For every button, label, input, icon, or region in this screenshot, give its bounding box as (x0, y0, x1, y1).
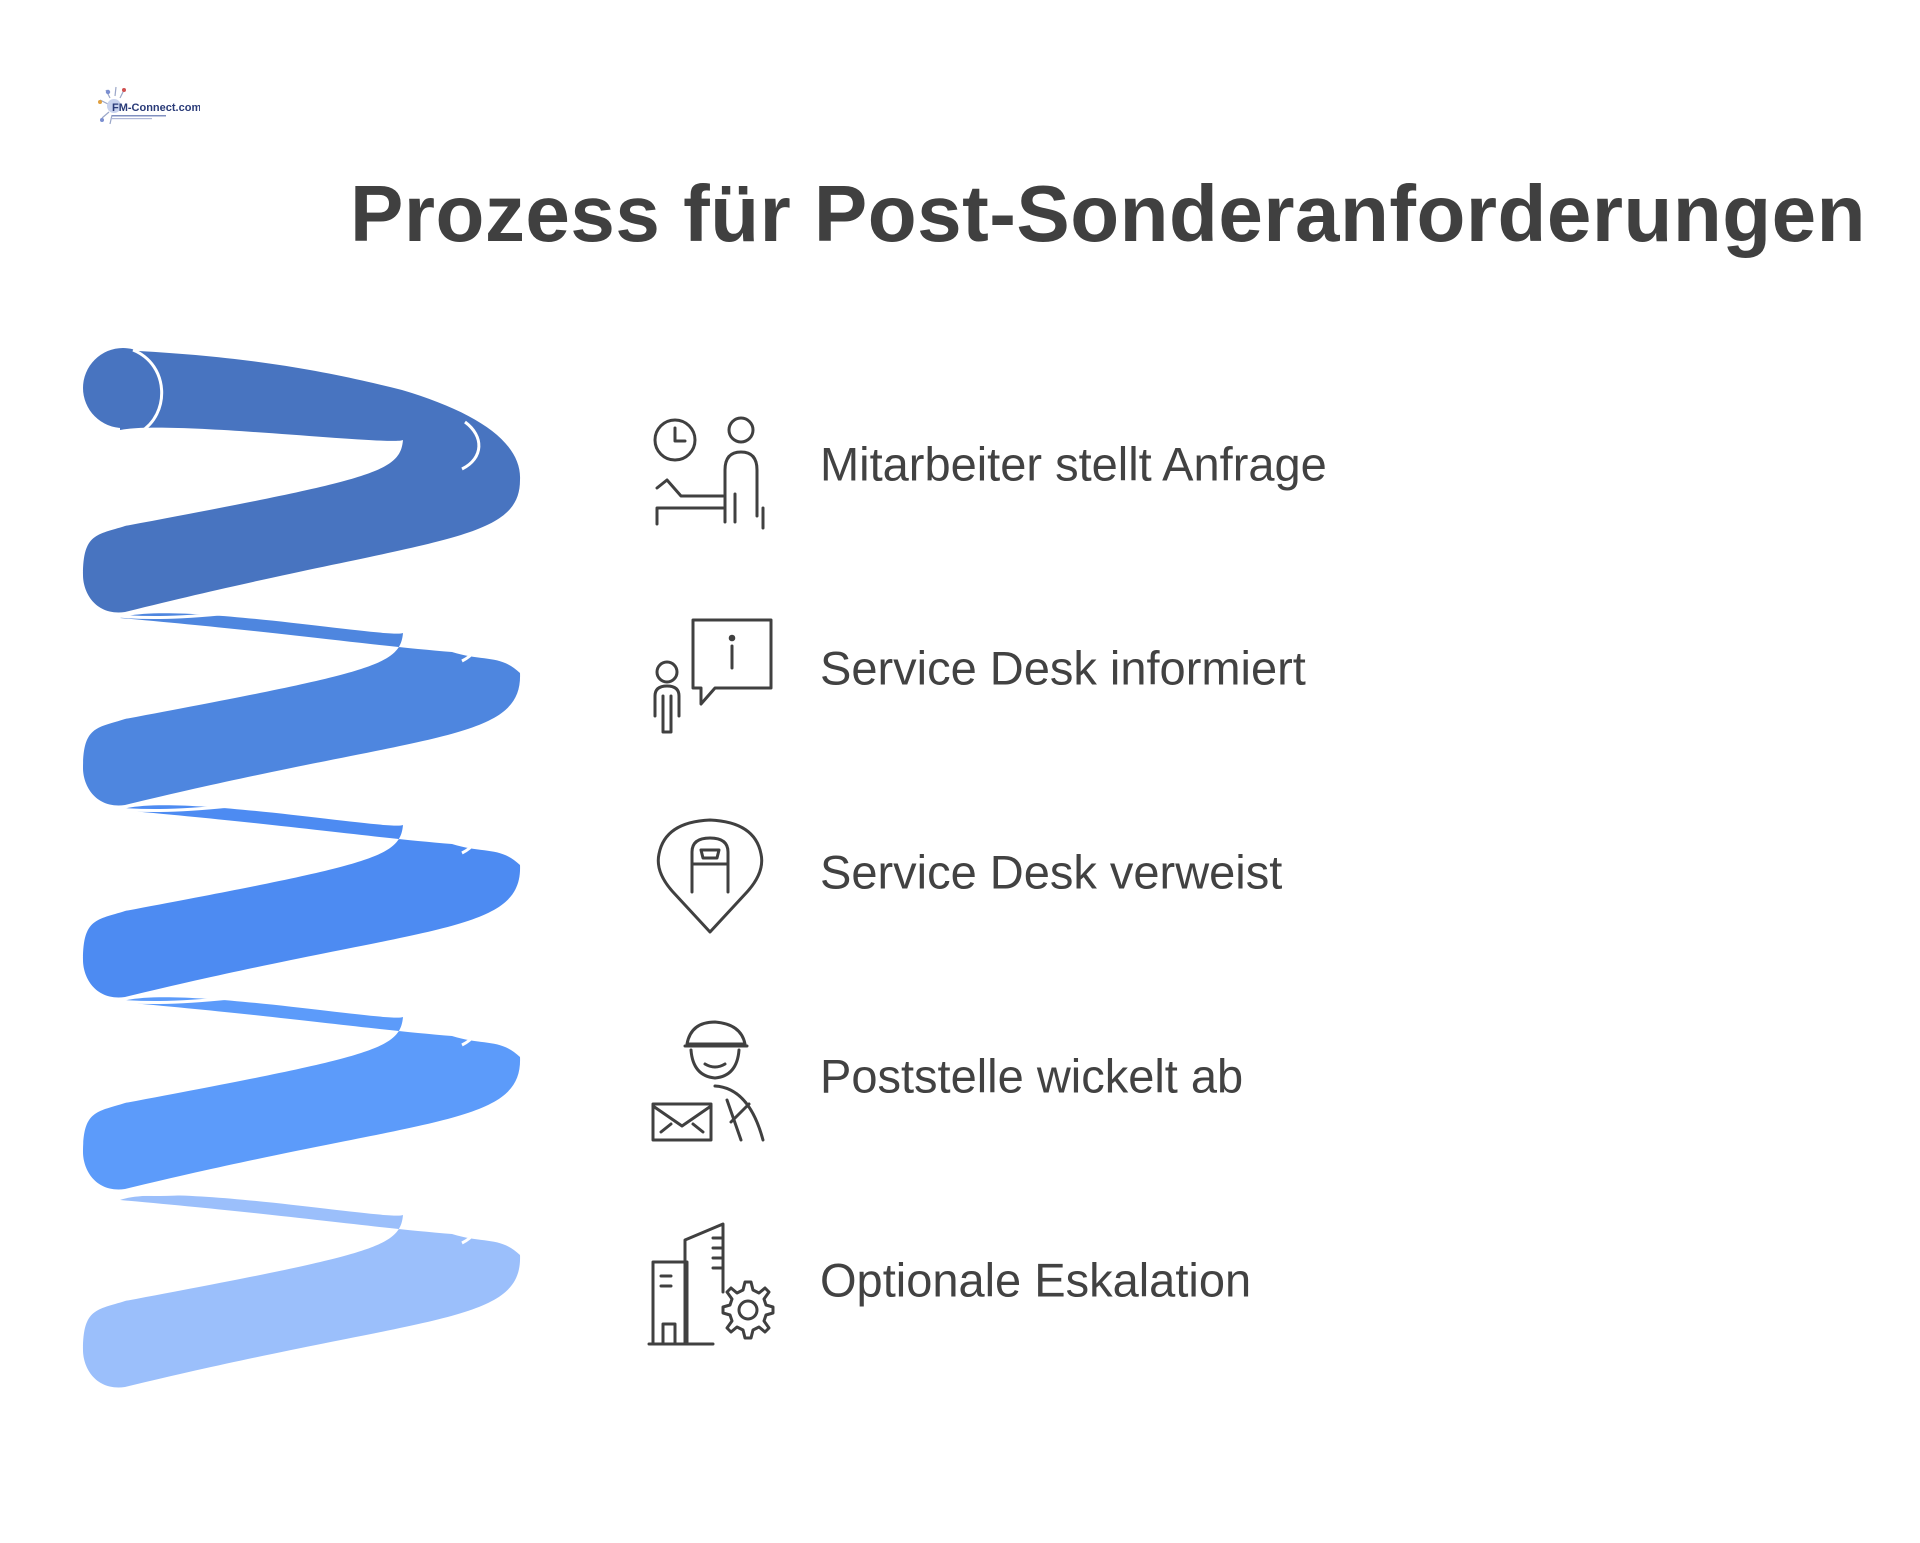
coil-segment-2 (83, 612, 521, 812)
step-label: Service Desk verweist (820, 845, 1283, 899)
process-step: Poststelle wickelt ab (645, 1006, 1545, 1146)
process-step: Mitarbeiter stellt Anfrage (645, 394, 1545, 534)
postman-icon (651, 1020, 765, 1142)
process-step: Service Desk verweist (645, 802, 1545, 942)
coil-segment-4 (83, 996, 521, 1196)
info-speech-icon (653, 618, 773, 734)
fm-connect-logo: FM-Connect.com (98, 86, 200, 125)
logo-text: FM-Connect.com (112, 102, 200, 114)
step-label: Mitarbeiter stellt Anfrage (820, 437, 1327, 491)
coil-segment-5 (83, 1194, 521, 1388)
step-label: Service Desk informiert (820, 641, 1306, 695)
coil-segment-1 (83, 348, 521, 619)
employee-request-icon (653, 416, 765, 530)
page-title: Prozess für Post-Sonderanforderungen (350, 169, 1866, 258)
step-label: Poststelle wickelt ab (820, 1049, 1244, 1103)
process-step: Optionale Eskalation (645, 1210, 1545, 1350)
mailbox-location-icon (656, 818, 764, 934)
building-gear-icon (647, 1222, 775, 1346)
coil-segment-3 (83, 804, 521, 1004)
step-label: Optionale Eskalation (820, 1253, 1252, 1307)
process-step: Service Desk informiert (645, 598, 1545, 738)
